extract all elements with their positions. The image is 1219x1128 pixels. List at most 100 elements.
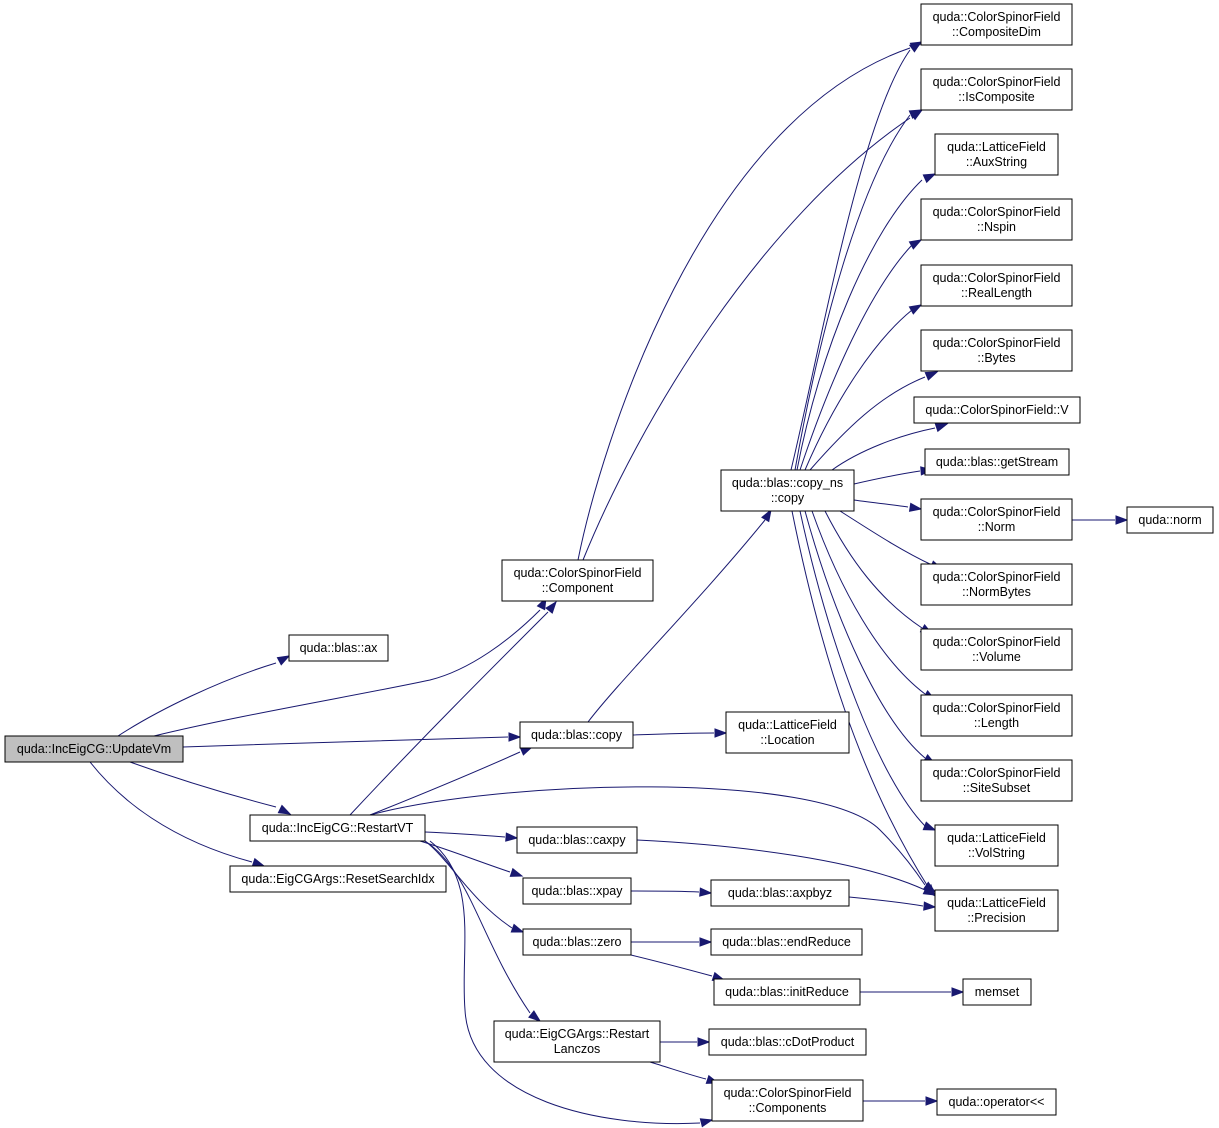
edge-initreduce-to-memset bbox=[860, 987, 965, 997]
arrowhead bbox=[251, 857, 266, 867]
arrowhead bbox=[509, 867, 524, 877]
edge-line bbox=[839, 510, 933, 566]
node-label: ::Precision bbox=[967, 911, 1025, 925]
node-label: quda::blas::xpay bbox=[531, 884, 623, 898]
edge-restartvt-to-copy bbox=[369, 746, 534, 816]
edge-copy_ns-to-iscomposite bbox=[794, 109, 923, 471]
node-label: quda::blas::initReduce bbox=[725, 985, 849, 999]
arrowhead bbox=[1115, 515, 1129, 525]
node-label: ::Component bbox=[542, 581, 614, 595]
node-volume[interactable]: quda::ColorSpinorField::Volume bbox=[920, 628, 1073, 671]
node-box bbox=[934, 133, 1059, 176]
edge-restartvt-to-component bbox=[349, 600, 557, 816]
node-box bbox=[725, 711, 850, 754]
node-reallength[interactable]: quda::ColorSpinorField::RealLength bbox=[920, 264, 1073, 307]
node-label: memset bbox=[975, 985, 1020, 999]
node-cdotproduct[interactable]: quda::blas::cDotProduct bbox=[708, 1028, 867, 1056]
node-initreduce[interactable]: quda::blas::initReduce bbox=[713, 978, 861, 1006]
node-zero[interactable]: quda::blas::zero bbox=[522, 928, 632, 956]
node-components[interactable]: quda::ColorSpinorField::Components bbox=[711, 1079, 864, 1122]
edge-line bbox=[848, 896, 924, 907]
edge-restartlanczos-to-cdotproduct bbox=[659, 1037, 711, 1047]
node-precision[interactable]: quda::LatticeField::Precision bbox=[934, 889, 1059, 932]
edge-line bbox=[649, 1061, 707, 1080]
arrowhead bbox=[908, 502, 923, 512]
arrowhead bbox=[922, 821, 937, 831]
node-length[interactable]: quda::ColorSpinorField::Length bbox=[920, 694, 1073, 737]
node-component[interactable]: quda::ColorSpinorField::Component bbox=[501, 559, 654, 602]
edge-copy_ns-to-v bbox=[831, 423, 949, 471]
node-restartvt[interactable]: quda::IncEigCG::RestartVT bbox=[249, 814, 426, 842]
node-v[interactable]: quda::ColorSpinorField::V bbox=[913, 396, 1081, 424]
arrowhead bbox=[510, 923, 525, 933]
node-label: quda::blas::caxpy bbox=[528, 833, 626, 847]
node-box bbox=[920, 329, 1073, 372]
node-updatevm[interactable]: quda::IncEigCG::UpdateVm bbox=[4, 735, 184, 763]
node-label: ::IsComposite bbox=[958, 90, 1034, 104]
node-box bbox=[962, 978, 1032, 1006]
node-resetsearchidx[interactable]: quda::EigCGArgs::ResetSearchIdx bbox=[229, 865, 447, 893]
arrowhead bbox=[934, 423, 949, 433]
arrowhead bbox=[505, 832, 519, 842]
node-box bbox=[249, 814, 426, 842]
node-sitesubset[interactable]: quda::ColorSpinorField::SiteSubset bbox=[920, 759, 1073, 802]
edge-line bbox=[811, 510, 926, 695]
node-norm[interactable]: quda::ColorSpinorField::Norm bbox=[920, 498, 1073, 541]
node-label: ::SiteSubset bbox=[963, 781, 1031, 795]
node-compositedim[interactable]: quda::ColorSpinorField::CompositeDim bbox=[920, 3, 1073, 46]
node-label: quda::ColorSpinorField bbox=[933, 701, 1061, 715]
edge-caxpy-to-precision bbox=[636, 839, 937, 896]
node-label: quda::ColorSpinorField bbox=[933, 205, 1061, 219]
node-axpbyz[interactable]: quda::blas::axpbyz bbox=[710, 879, 850, 907]
node-label: quda::ColorSpinorField bbox=[933, 505, 1061, 519]
edge-line bbox=[809, 376, 926, 471]
node-ax[interactable]: quda::blas::ax bbox=[288, 634, 389, 662]
node-xpay[interactable]: quda::blas::xpay bbox=[522, 877, 632, 905]
arrowhead bbox=[908, 109, 923, 120]
node-bytes[interactable]: quda::ColorSpinorField::Bytes bbox=[920, 329, 1073, 372]
edge-copy_ns-to-reallength bbox=[804, 304, 923, 471]
node-label: quda::blas::copy_ns bbox=[732, 476, 843, 490]
edge-copy-to-copy_ns bbox=[587, 508, 772, 723]
node-iscomposite[interactable]: quda::ColorSpinorField::IsComposite bbox=[920, 68, 1073, 111]
node-auxstring[interactable]: quda::LatticeField::AuxString bbox=[934, 133, 1059, 176]
arrowhead bbox=[545, 600, 557, 614]
edge-norm-to-qudanorm bbox=[1072, 515, 1129, 525]
node-normbytes[interactable]: quda::ColorSpinorField::NormBytes bbox=[920, 563, 1073, 606]
node-box bbox=[913, 396, 1081, 424]
node-operator[interactable]: quda::operator<< bbox=[936, 1088, 1057, 1116]
arrowhead bbox=[908, 304, 923, 315]
node-box bbox=[920, 264, 1073, 307]
edge-line bbox=[824, 510, 923, 629]
arrowhead bbox=[761, 508, 772, 523]
edge-line bbox=[582, 117, 911, 561]
node-label: quda::blas::ax bbox=[300, 641, 379, 655]
node-copy_ns[interactable]: quda::blas::copy_ns::copy bbox=[720, 469, 855, 512]
edge-line bbox=[349, 611, 549, 816]
node-copy[interactable]: quda::blas::copy bbox=[519, 721, 634, 749]
node-label: ::AuxString bbox=[966, 155, 1027, 169]
node-location[interactable]: quda::LatticeField::Location bbox=[725, 711, 850, 754]
arrowhead bbox=[276, 655, 291, 666]
edge-updatevm-to-component bbox=[153, 596, 547, 737]
node-memset[interactable]: memset bbox=[962, 978, 1032, 1006]
node-label: ::RealLength bbox=[961, 286, 1032, 300]
node-label: ::Components bbox=[749, 1101, 827, 1115]
node-box bbox=[936, 1088, 1057, 1116]
arrowhead bbox=[951, 987, 965, 997]
node-endreduce[interactable]: quda::blas::endReduce bbox=[710, 928, 863, 956]
node-qudanorm[interactable]: quda::norm bbox=[1126, 506, 1214, 534]
node-nspin[interactable]: quda::ColorSpinorField::Nspin bbox=[920, 198, 1073, 241]
node-label: ::Volume bbox=[972, 650, 1021, 664]
node-volstring[interactable]: quda::LatticeField::VolString bbox=[934, 824, 1059, 867]
node-caxpy[interactable]: quda::blas::caxpy bbox=[516, 826, 638, 854]
edge-copy_ns-to-length bbox=[811, 510, 937, 701]
node-getstream[interactable]: quda::blas::getStream bbox=[924, 448, 1070, 476]
node-label: quda::norm bbox=[1138, 513, 1201, 527]
edge-restartvt-to-caxpy bbox=[424, 831, 519, 842]
node-label: ::VolString bbox=[968, 846, 1025, 860]
arrowhead bbox=[528, 1010, 542, 1022]
node-label: ::Length bbox=[974, 716, 1019, 730]
node-label: quda::ColorSpinorField bbox=[933, 75, 1061, 89]
